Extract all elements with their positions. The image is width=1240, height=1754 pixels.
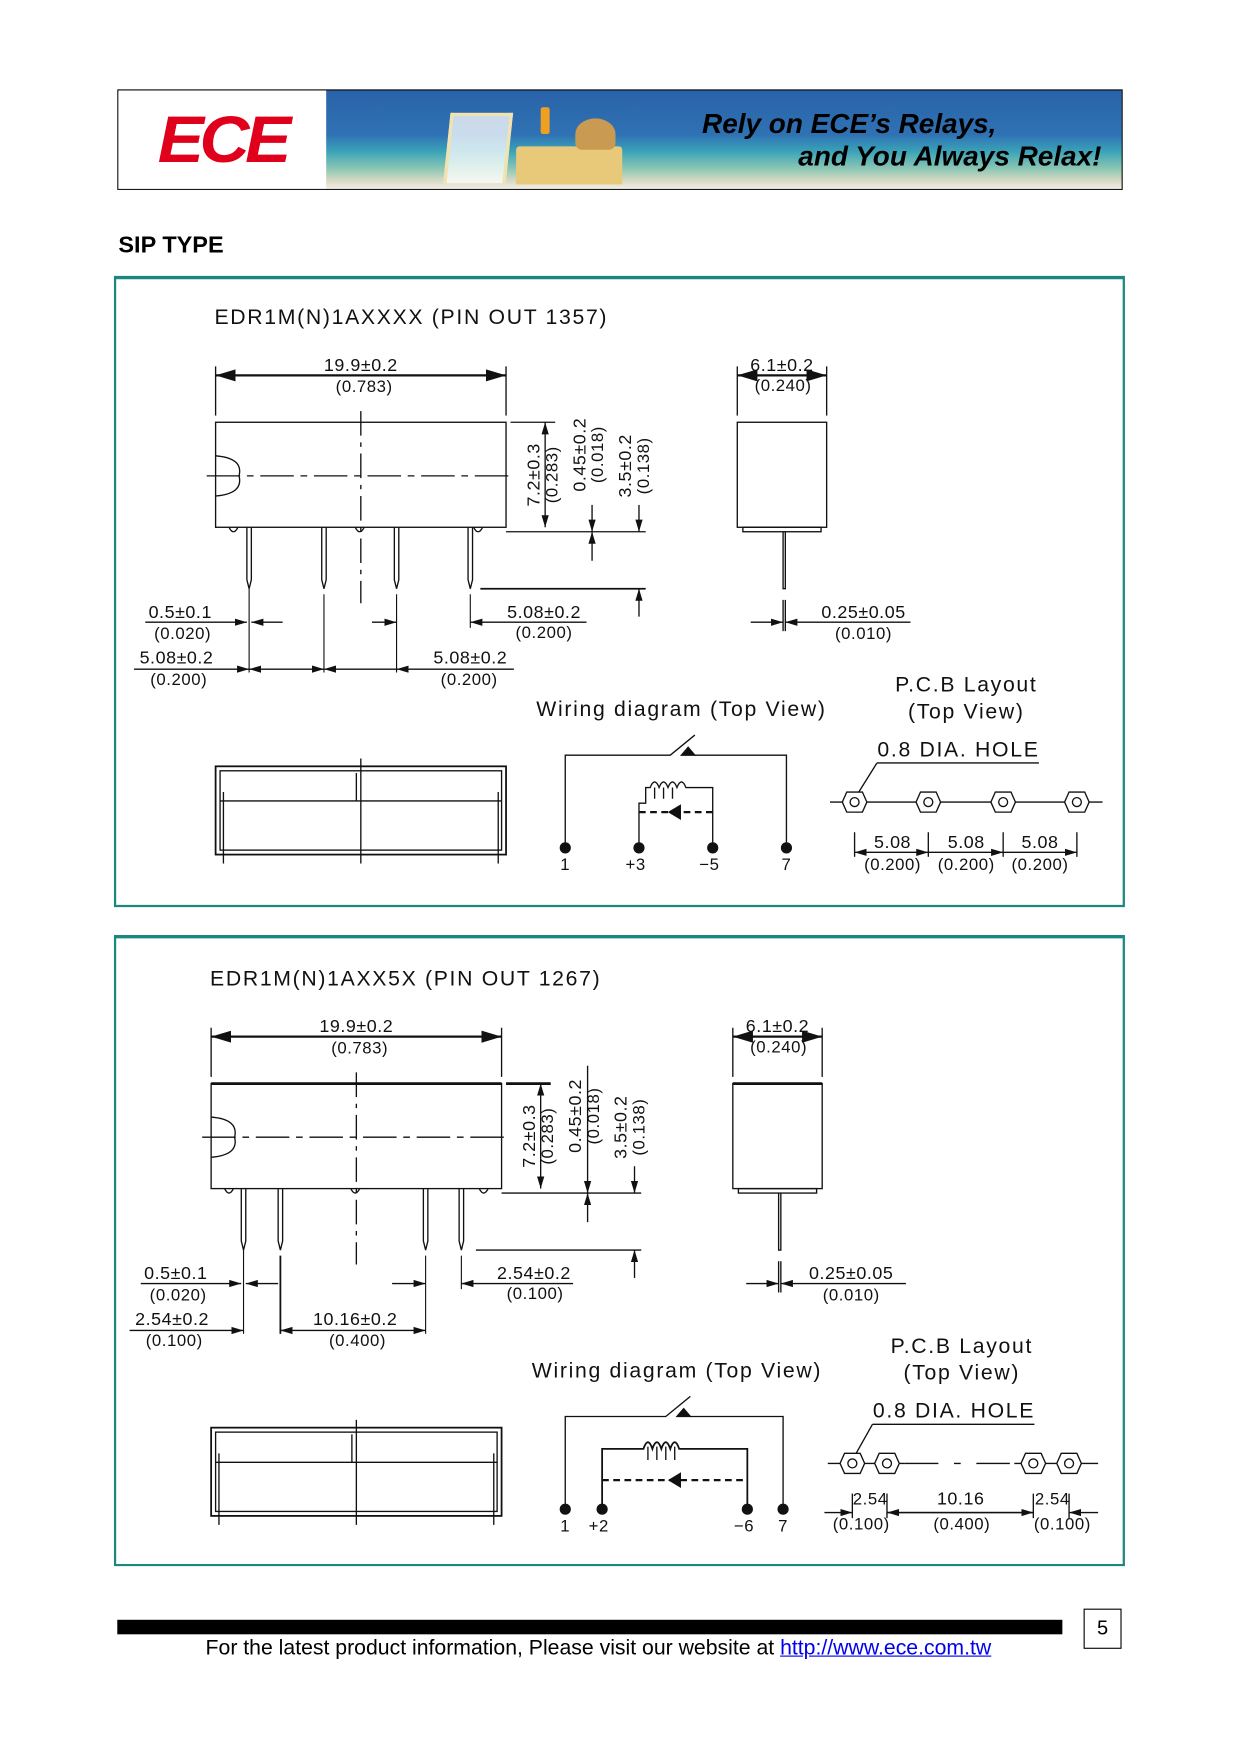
pcb-dim: 5.08 — [1022, 832, 1059, 852]
gap-dim-inch: (0.018) — [584, 1087, 603, 1144]
pcb-dim: 2.54 — [1035, 1490, 1070, 1509]
pin-length-dim: 3.5±0.2 — [615, 434, 635, 497]
pcb-dim-inch: (0.200) — [938, 855, 995, 874]
pcb-dim: 10.16 — [937, 1489, 985, 1509]
pitch-right-dim: 2.54±0.2 — [497, 1263, 571, 1283]
pitch-left-dim: 5.08±0.2 — [140, 648, 214, 668]
beach-chair-image — [443, 112, 514, 184]
tagline-line2: and You Always Relax! — [798, 140, 1102, 173]
pitch-right-dim-inch: (0.200) — [516, 623, 573, 642]
model-title: EDR1M(N)1AXX5X (PIN OUT 1267) — [210, 967, 601, 990]
pcb-dim-inch: (0.100) — [833, 1514, 890, 1533]
drawing-panel-1267: EDR1M(N)1AXX5X (PIN OUT 1267) 19.9±0.2 (… — [113, 935, 1125, 1567]
gap-dim-inch: (0.018) — [588, 426, 607, 483]
pitch-mid-dim: 5.08±0.2 — [433, 648, 507, 668]
footer-message: For the latest product information, Plea… — [205, 1636, 781, 1661]
page-number: 5 — [1083, 1608, 1122, 1649]
pin-width-dim: 0.5±0.1 — [149, 602, 212, 622]
wiring-pins — [559, 842, 793, 854]
pcb-dim: 5.08 — [874, 832, 911, 852]
wiring-title: Wiring diagram (Top View) — [536, 698, 826, 721]
ece-logo: ECE — [118, 90, 327, 189]
width-dim-inch: (0.240) — [755, 376, 812, 395]
height-dim: 7.2±0.3 — [524, 443, 544, 506]
section-title: SIP TYPE — [118, 232, 224, 259]
pin-length-dim-inch: (0.138) — [630, 1099, 649, 1156]
gap-dim: 0.45±0.2 — [569, 418, 589, 492]
pin-width-dim: 0.5±0.1 — [144, 1263, 207, 1283]
pin-thickness-dim-inch: (0.010) — [835, 624, 892, 643]
pcb-title: P.C.B Layout — [895, 673, 1037, 696]
pcb-dim: 5.08 — [948, 832, 985, 852]
pin-length-dim: 3.5±0.2 — [611, 1095, 631, 1158]
table-image — [516, 146, 623, 185]
width-dim: 6.1±0.2 — [746, 1016, 809, 1036]
pin-label: 7 — [778, 1517, 788, 1536]
pin-label: 7 — [782, 855, 792, 874]
width-dim: 6.1±0.2 — [750, 355, 813, 375]
width-dim-inch: (0.240) — [750, 1037, 807, 1056]
length-dim: 19.9±0.2 — [319, 1016, 393, 1036]
pitch-mid-dim-inch: (0.200) — [441, 670, 498, 689]
dimension-drawing: EDR1M(N)1AXXXX (PIN OUT 1357) 19.9±0.2 (… — [134, 306, 1103, 874]
pcb-title: P.C.B Layout — [891, 1335, 1033, 1358]
pcb-dim-inch: (0.100) — [1034, 1514, 1091, 1533]
gap-dim: 0.45±0.2 — [565, 1079, 585, 1153]
wiring-pins — [559, 1503, 789, 1515]
hat-image — [575, 118, 616, 150]
pin-length-dim-inch: (0.138) — [634, 437, 653, 494]
pitch-mid-dim-inch: (0.400) — [329, 1331, 386, 1350]
hole-label: 0.8 DIA. HOLE — [877, 738, 1039, 761]
footer-bar — [117, 1619, 1063, 1635]
pitch-right-dim: 5.08±0.2 — [507, 602, 581, 622]
pin-label: −6 — [734, 1517, 754, 1536]
pin-thickness-dim-inch: (0.010) — [823, 1285, 880, 1304]
logo-text: ECE — [157, 103, 291, 177]
pin-thickness-dim: 0.25±0.05 — [821, 602, 905, 622]
dimension-drawing: EDR1M(N)1AXX5X (PIN OUT 1267) 19.9±0.2 (… — [129, 967, 1099, 1536]
pitch-right-dim-inch: (0.100) — [507, 1284, 564, 1303]
header-banner: ECE Rely on ECE’s Relays, and You Always… — [117, 89, 1123, 190]
pin-width-dim-inch: (0.020) — [150, 1285, 207, 1304]
pitch-left-dim-inch: (0.100) — [146, 1331, 203, 1350]
pin-label: +3 — [626, 855, 646, 874]
pcb-subtitle: (Top View) — [908, 700, 1025, 723]
height-dim-inch: (0.283) — [542, 446, 561, 503]
pcb-dim: 2.54 — [853, 1490, 888, 1509]
pin-thickness-dim: 0.25±0.05 — [809, 1263, 893, 1283]
length-dim: 19.9±0.2 — [324, 355, 398, 375]
drawing-panel-1357: EDR1M(N)1AXXXX (PIN OUT 1357) 19.9±0.2 (… — [113, 275, 1125, 908]
length-dim-inch: (0.783) — [336, 377, 393, 396]
wiring-title: Wiring diagram (Top View) — [532, 1359, 822, 1382]
footer-text: For the latest product information, Plea… — [206, 1637, 992, 1662]
pin-label: −5 — [699, 855, 719, 874]
model-title: EDR1M(N)1AXXXX (PIN OUT 1357) — [214, 306, 608, 329]
pin-label: +2 — [589, 1517, 609, 1536]
pcb-dim-inch: (0.200) — [864, 855, 921, 874]
pins — [246, 527, 474, 589]
tagline: Rely on ECE’s Relays, and You Always Rel… — [702, 108, 1101, 173]
pitch-mid-dim: 10.16±0.2 — [313, 1309, 397, 1329]
pin-label: 1 — [560, 1517, 570, 1536]
height-dim: 7.2±0.3 — [519, 1104, 539, 1167]
hole-label: 0.8 DIA. HOLE — [873, 1400, 1035, 1423]
pitch-left-dim: 2.54±0.2 — [135, 1309, 209, 1329]
length-dim-inch: (0.783) — [331, 1038, 388, 1057]
pcb-dim-inch: (0.400) — [933, 1514, 990, 1533]
height-dim-inch: (0.283) — [538, 1108, 557, 1165]
website-link[interactable]: http://www.ece.com.tw — [780, 1636, 992, 1661]
pitch-left-dim-inch: (0.200) — [150, 670, 207, 689]
pin-width-dim-inch: (0.020) — [154, 624, 211, 643]
drink-image — [540, 107, 550, 135]
tagline-line1: Rely on ECE’s Relays, — [702, 108, 997, 140]
beach-banner-image: Rely on ECE’s Relays, and You Always Rel… — [326, 90, 1122, 189]
pcb-subtitle: (Top View) — [904, 1362, 1021, 1385]
pcb-dim-inch: (0.200) — [1012, 855, 1069, 874]
pin-label: 1 — [560, 855, 570, 874]
